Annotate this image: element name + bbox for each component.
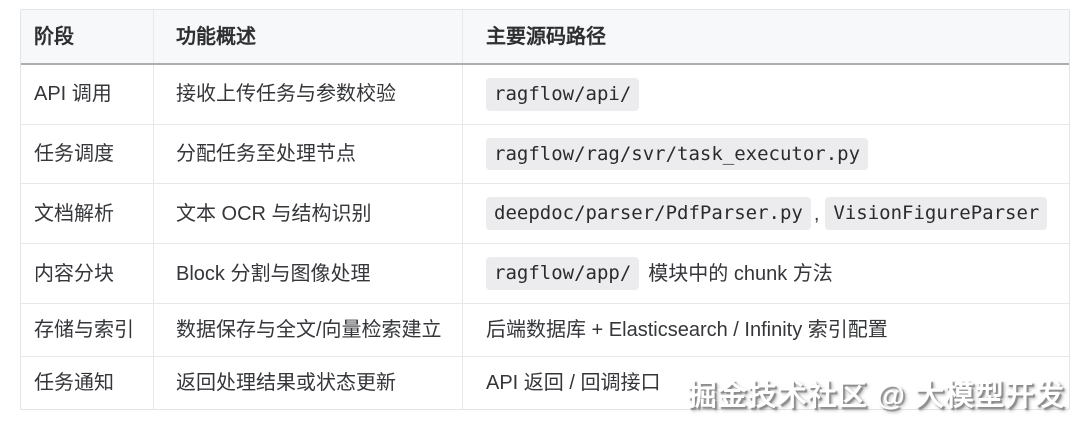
summary-cell: 数据保存与全文/向量检索建立 [154, 303, 463, 356]
header-summary: 功能概述 [154, 10, 463, 63]
stage-label: 文档解析 [34, 202, 114, 225]
summary-label: Block 分割与图像处理 [176, 262, 371, 285]
code-path: deepdoc/parser/PdfParser.py [486, 197, 811, 231]
summary-label: 文本 OCR 与结构识别 [176, 202, 372, 225]
summary-label: 接收上传任务与参数校验 [176, 83, 396, 106]
path-cell: ragflow/app/ 模块中的 chunk 方法 [463, 244, 1069, 303]
path-text: 模块中的 chunk 方法 [648, 262, 833, 285]
stage-label: 内容分块 [34, 262, 114, 285]
stage-label: 任务调度 [34, 143, 114, 166]
header-stage: 阶段 [21, 10, 154, 63]
table-row-notify: 任务通知 返回处理结果或状态更新 API 返回 / 回调接口 [21, 356, 1069, 410]
table-row-scheduler: 任务调度 分配任务至处理节点 ragflow/rag/svr/task_exec… [21, 124, 1069, 185]
table-row-api: API 调用 接收上传任务与参数校验 ragflow/api/ [21, 65, 1069, 125]
table-row-chunking: 内容分块 Block 分割与图像处理 ragflow/app/ 模块中的 chu… [21, 244, 1069, 304]
path-text: 后端数据库 + Elasticsearch / Infinity 索引配置 [486, 318, 888, 341]
header-stage-label: 阶段 [34, 25, 74, 48]
table-row-parsing: 文档解析 文本 OCR 与结构识别 deepdoc/parser/PdfPars… [21, 184, 1069, 245]
code-path: ragflow/api/ [486, 78, 640, 111]
summary-cell: 分配任务至处理节点 [154, 124, 463, 184]
summary-cell: 文本 OCR 与结构识别 [154, 184, 463, 244]
stage-label: API 调用 [34, 83, 112, 106]
table-row-storage: 存储与索引 数据保存与全文/向量检索建立 后端数据库 + Elasticsear… [21, 303, 1069, 357]
path-separator: , [813, 202, 820, 225]
stage-cell: 文档解析 [21, 184, 154, 244]
pipeline-table: 阶段 功能概述 主要源码路径 API 调用 接收上传任务与参数校验 ragflo… [20, 9, 1070, 410]
header-summary-label: 功能概述 [176, 25, 256, 48]
code-path: ragflow/rag/svr/task_executor.py [486, 137, 869, 171]
summary-cell: 返回处理结果或状态更新 [154, 356, 463, 410]
stage-label: 存储与索引 [34, 318, 134, 341]
header-path: 主要源码路径 [463, 10, 1069, 63]
stage-cell: 存储与索引 [21, 303, 154, 356]
stage-cell: 任务调度 [21, 124, 154, 184]
path-cell: ragflow/api/ [463, 65, 1069, 124]
path-cell: 后端数据库 + Elasticsearch / Infinity 索引配置 [463, 304, 1069, 356]
summary-label: 分配任务至处理节点 [176, 143, 356, 166]
summary-cell: Block 分割与图像处理 [154, 244, 463, 303]
stage-cell: 任务通知 [21, 356, 154, 410]
summary-label: 返回处理结果或状态更新 [176, 372, 396, 394]
path-text: API 返回 / 回调接口 [486, 372, 661, 394]
path-cell: ragflow/rag/svr/task_executor.py [463, 125, 1069, 184]
summary-cell: 接收上传任务与参数校验 [154, 65, 463, 124]
stage-cell: 内容分块 [21, 244, 154, 303]
stage-label: 任务通知 [34, 372, 114, 394]
code-path: ragflow/app/ [486, 257, 640, 290]
summary-label: 数据保存与全文/向量检索建立 [176, 318, 442, 341]
path-cell: deepdoc/parser/PdfParser.py , VisionFigu… [463, 184, 1069, 243]
header-path-label: 主要源码路径 [486, 25, 606, 48]
table-header-row: 阶段 功能概述 主要源码路径 [21, 10, 1069, 65]
stage-cell: API 调用 [21, 65, 154, 124]
path-cell: API 返回 / 回调接口 [463, 357, 1069, 409]
code-path-secondary: VisionFigureParser [825, 197, 1048, 231]
